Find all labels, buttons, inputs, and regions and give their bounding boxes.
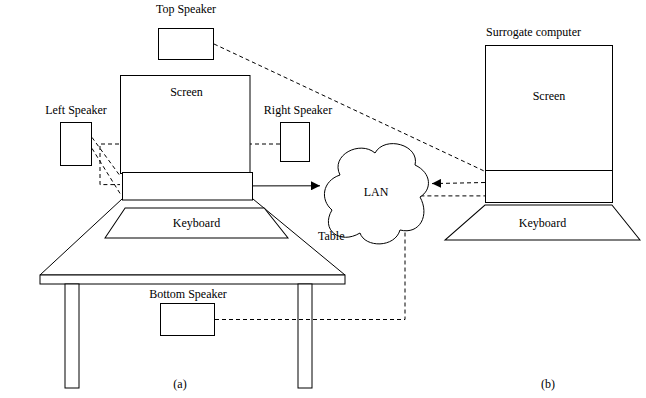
figure-label: (b) xyxy=(541,377,555,391)
table-leg xyxy=(298,284,312,388)
screen-label: Screen xyxy=(120,85,253,99)
speaker-box xyxy=(280,122,310,162)
table-label: Table xyxy=(318,229,344,243)
computer-base xyxy=(123,173,253,201)
speaker-box xyxy=(158,28,214,60)
screen-frame xyxy=(486,46,613,171)
speaker-label: Bottom Speaker xyxy=(146,287,230,301)
keyboard-shape xyxy=(105,208,288,238)
connector xyxy=(92,148,120,193)
computer-outline xyxy=(485,45,613,203)
speaker: Bottom Speaker xyxy=(146,287,230,337)
speaker-label: Left Speaker xyxy=(40,103,112,117)
speaker-box xyxy=(160,303,215,336)
connector xyxy=(253,185,320,186)
keyboard-shape xyxy=(445,205,640,240)
keyboard-label: Keyboard xyxy=(173,216,220,230)
keyboard: Keyboard xyxy=(105,208,288,238)
speaker-label: Right Speaker xyxy=(260,103,336,117)
keyboard-label: Keyboard xyxy=(519,216,566,230)
table-top xyxy=(40,199,345,275)
speaker: Top Speaker xyxy=(146,2,226,60)
speaker: Left Speaker xyxy=(40,103,112,167)
speaker-label: Top Speaker xyxy=(146,2,226,16)
figure-label: (a) xyxy=(173,377,186,391)
connector xyxy=(432,183,485,184)
speaker-box xyxy=(60,122,92,166)
surrogate-frame: Screen xyxy=(485,45,613,203)
connector xyxy=(92,137,120,175)
computer: Screen xyxy=(120,75,253,201)
table-leg xyxy=(65,284,79,388)
computer: Surrogate computerScreen xyxy=(485,25,617,203)
computer-label: Surrogate computer xyxy=(485,25,617,39)
screen-label: Screen xyxy=(485,89,613,103)
speaker: Right Speaker xyxy=(260,103,336,163)
keyboard: Keyboard xyxy=(445,205,640,240)
table-edge xyxy=(40,275,345,284)
computer-base xyxy=(486,171,613,203)
network-label: LAN xyxy=(364,185,389,199)
cloud-shape xyxy=(324,144,428,244)
